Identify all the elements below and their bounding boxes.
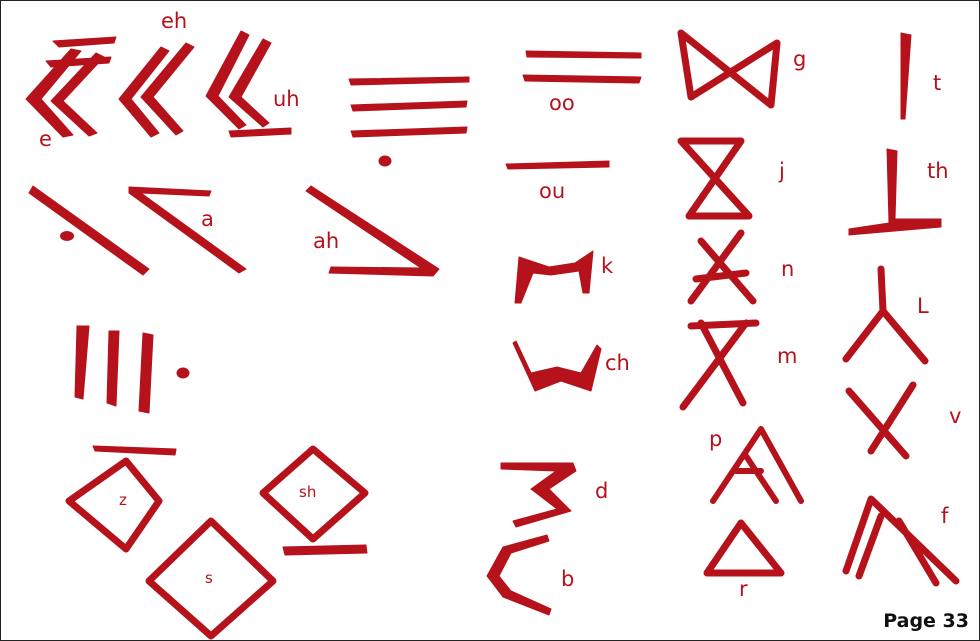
glyph-g (681, 33, 777, 105)
label-a: a (201, 209, 214, 230)
label-p: p (709, 429, 722, 450)
label-e: e (39, 129, 52, 150)
label-n: n (781, 259, 794, 280)
label-th: th (927, 161, 949, 182)
label-m: m (777, 346, 797, 367)
glyph-a (129, 187, 246, 273)
glyph-d (501, 463, 576, 527)
glyph-v (849, 385, 913, 456)
label-oo: oo (549, 93, 575, 114)
glyph-m (683, 323, 756, 407)
glyph-ch (513, 341, 601, 391)
glyph-k (515, 251, 593, 303)
glyph-r (707, 523, 781, 573)
label-ch: ch (605, 353, 630, 374)
label-L: L (917, 296, 929, 317)
label-j: j (779, 161, 785, 182)
label-t: t (933, 73, 941, 94)
label-s: s (205, 571, 213, 586)
glyph-tally (75, 326, 189, 413)
glyph-oo (523, 51, 641, 83)
glyph-ou (506, 161, 609, 169)
label-ou: ou (539, 181, 565, 202)
label-r: r (739, 579, 748, 600)
label-g: g (793, 49, 806, 70)
label-d: d (595, 481, 608, 502)
label-k: k (601, 256, 613, 277)
label-z: z (119, 493, 127, 508)
label-b: b (561, 569, 574, 590)
glyph-t (901, 33, 911, 119)
glyph-j (681, 141, 749, 216)
glyph-n (691, 233, 753, 301)
glyph-sh (263, 449, 367, 555)
glyph-f (846, 499, 956, 583)
glyph-three-bars (349, 77, 469, 166)
glyph-b (487, 535, 551, 615)
glyph-e (26, 37, 116, 137)
label-uh: uh (273, 89, 300, 110)
label-eh: eh (161, 11, 187, 32)
glyph-eh (119, 43, 194, 137)
glyph-uh (206, 31, 291, 137)
glyph-p (713, 429, 801, 501)
label-ah: ah (313, 231, 339, 252)
label-sh: sh (299, 485, 316, 500)
page-number: Page 33 (883, 610, 969, 632)
label-f: f (941, 506, 948, 527)
glyph-slash-dot (29, 186, 149, 275)
label-v: v (949, 406, 961, 427)
glyph-L (846, 269, 925, 361)
